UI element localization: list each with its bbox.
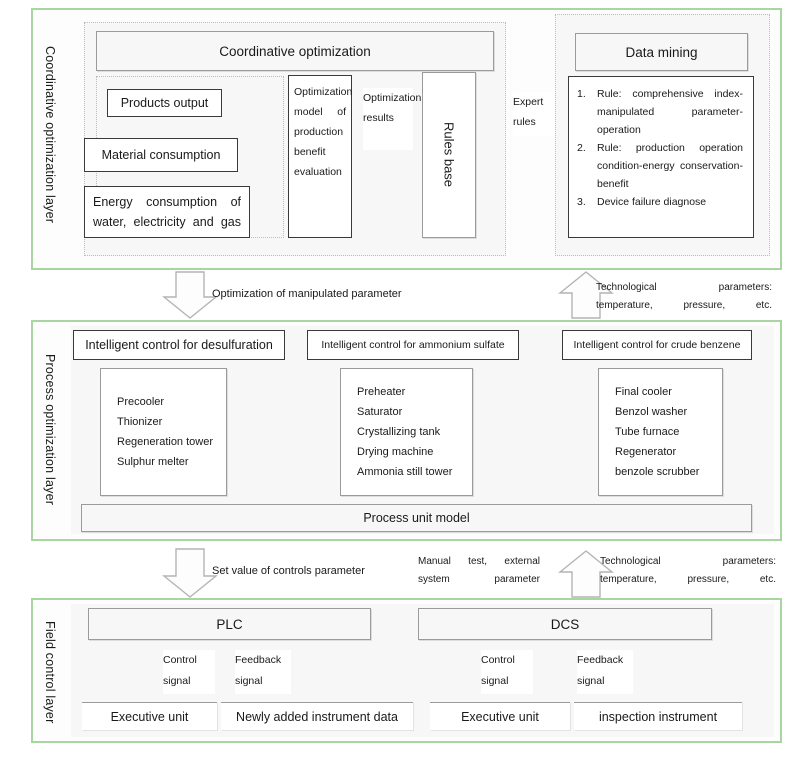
dcs-feedback-signal-label: Feedback signal bbox=[577, 650, 633, 694]
rules-base-box: Rules base bbox=[422, 72, 476, 238]
rule-item: 3. Device failure diagnose bbox=[577, 193, 743, 211]
rule-item: 2. Rule: production operation condition-… bbox=[577, 139, 743, 193]
rule-text: Rule: comprehensive index-manipulated pa… bbox=[597, 88, 743, 136]
process-column-header-desulfuration: Intelligent control for desulfuration bbox=[73, 330, 285, 360]
process-unit-item: Crystallizing tank bbox=[357, 426, 441, 438]
rules-base-label: Rules base bbox=[441, 122, 457, 188]
expert-rules-label: Expert rules bbox=[513, 92, 555, 136]
plc-feedback-signal-label: Feedback signal bbox=[235, 650, 291, 694]
process-unit-item: Benzol washer bbox=[615, 406, 688, 418]
controller-dcs: DCS bbox=[418, 608, 712, 640]
gap2-mid-label: Manual test, external system parameter bbox=[418, 556, 540, 585]
process-column-header-ammonium-sulfate: Intelligent control for ammonium sulfate bbox=[307, 330, 519, 360]
optimization-results-text: Optimization results bbox=[363, 92, 422, 124]
input-energy-consumption: Energy consumption of water, electricity… bbox=[84, 186, 250, 238]
input-energy-consumption-label: Energy consumption of water, electricity… bbox=[93, 195, 241, 229]
dcs-inspection-instrument: inspection instrument bbox=[574, 702, 742, 730]
process-unit-item: Sulphur melter bbox=[117, 456, 189, 468]
data-mining-header: Data mining bbox=[575, 33, 748, 71]
process-unit-item: benzole scrubber bbox=[615, 466, 700, 478]
process-column-header-crude-benzene: Intelligent control for crude benzene bbox=[562, 330, 752, 360]
rule-number: 1. bbox=[577, 88, 586, 100]
process-unit-item: Tube furnace bbox=[615, 426, 680, 438]
plc-newly-added-instrument-data: Newly added instrument data bbox=[221, 702, 413, 730]
rule-number: 3. bbox=[577, 196, 586, 208]
rule-number: 2. bbox=[577, 142, 586, 154]
input-products-output: Products output bbox=[107, 89, 222, 117]
layer2-title: Process optimization layer bbox=[43, 354, 57, 506]
expert-rules-text: Expert rules bbox=[513, 96, 544, 128]
plc-control-signal-text: Control signal bbox=[163, 654, 197, 687]
data-mining-rules-box: 1. Rule: comprehensive index-manipulated… bbox=[568, 76, 754, 238]
gap1-up-label: Technological parameters: temperature, p… bbox=[596, 282, 772, 311]
gap2-up-label: Technological parameters: temperature, p… bbox=[600, 556, 776, 585]
plc-control-signal-label: Control signal bbox=[163, 650, 215, 694]
dcs-control-signal-label: Control signal bbox=[481, 650, 533, 694]
dcs-feedback-signal-text: Feedback signal bbox=[577, 654, 624, 687]
process-unit-model-footer: Process unit model bbox=[81, 504, 752, 532]
process-unit-list-ammonium-sulfate: Preheater Saturator Crystallizing tank D… bbox=[340, 368, 473, 496]
process-unit-item: Regeneration tower bbox=[117, 436, 214, 448]
process-unit-list-desulfuration: Precooler Thionizer Regeneration tower S… bbox=[100, 368, 227, 496]
plc-executive-unit: Executive unit bbox=[82, 702, 217, 730]
gap2-down-label: Set value of controls parameter bbox=[212, 565, 365, 577]
process-unit-list-crude-benzene: Final cooler Benzol washer Tube furnace … bbox=[598, 368, 723, 496]
plc-feedback-signal-text: Feedback signal bbox=[235, 654, 282, 687]
input-material-consumption: Material consumption bbox=[84, 138, 238, 172]
layer1-title: Coordinative optimization layer bbox=[43, 46, 57, 224]
process-unit-item: Ammonia still tower bbox=[357, 466, 453, 478]
dcs-control-signal-text: Control signal bbox=[481, 654, 515, 687]
layer3-title: Field control layer bbox=[43, 621, 57, 724]
optimization-results-label: Optimization results bbox=[363, 88, 421, 150]
controller-plc: PLC bbox=[88, 608, 371, 640]
process-unit-item: Preheater bbox=[357, 386, 406, 398]
rule-text: Device failure diagnose bbox=[597, 196, 707, 208]
gap1-down-label: Optimization of manipulated parameter bbox=[212, 288, 402, 300]
process-unit-item: Drying machine bbox=[357, 446, 434, 458]
process-unit-item: Regenerator bbox=[615, 446, 677, 458]
optimization-model-box: Optimization model of production benefit… bbox=[288, 75, 352, 238]
rule-item: 1. Rule: comprehensive index-manipulated… bbox=[577, 85, 743, 139]
process-unit-item: Precooler bbox=[117, 396, 165, 408]
coordinative-optimization-header: Coordinative optimization bbox=[96, 31, 494, 71]
process-unit-item: Thionizer bbox=[117, 416, 163, 428]
process-unit-item: Saturator bbox=[357, 406, 403, 418]
rule-text: Rule: production operation condition-ene… bbox=[597, 142, 743, 190]
dcs-executive-unit: Executive unit bbox=[430, 702, 570, 730]
optimization-model-label: Optimization model of production benefit… bbox=[294, 86, 353, 178]
process-unit-item: Final cooler bbox=[615, 386, 672, 398]
